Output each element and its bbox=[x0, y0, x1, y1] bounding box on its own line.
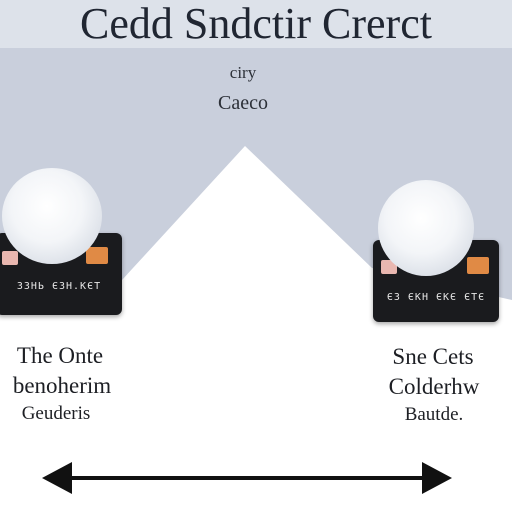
subtitle-line-1: ciry bbox=[229, 63, 257, 82]
left-label-line-1: The Onte bbox=[16, 343, 104, 368]
right-label-line-3: Bautde. bbox=[404, 404, 464, 425]
card-number: ЄЗ ЄКН ЄКЄ ЄТЄ bbox=[386, 292, 486, 303]
right-label-line-2: Colderhw bbox=[388, 374, 480, 399]
snowball-icon bbox=[2, 168, 102, 264]
subtitle-line-2: Caeco bbox=[218, 92, 268, 114]
snowball-icon bbox=[378, 180, 474, 276]
card-chip-pink bbox=[2, 251, 18, 265]
right-label-line-1: Sne Cets bbox=[392, 344, 474, 369]
left-label-line-2: benoherim bbox=[12, 373, 112, 398]
title-band bbox=[0, 0, 512, 48]
left-label-line-3: Geuderis bbox=[21, 403, 91, 424]
double-headed-arrow-icon bbox=[42, 462, 452, 494]
page-title: Cedd Sndctir Crerct bbox=[80, 0, 432, 48]
card-chip-orange bbox=[86, 247, 108, 264]
card-chip-orange bbox=[467, 257, 489, 274]
card-number: ЗЗНЬ ЄЗН.КЄТ bbox=[16, 281, 102, 292]
